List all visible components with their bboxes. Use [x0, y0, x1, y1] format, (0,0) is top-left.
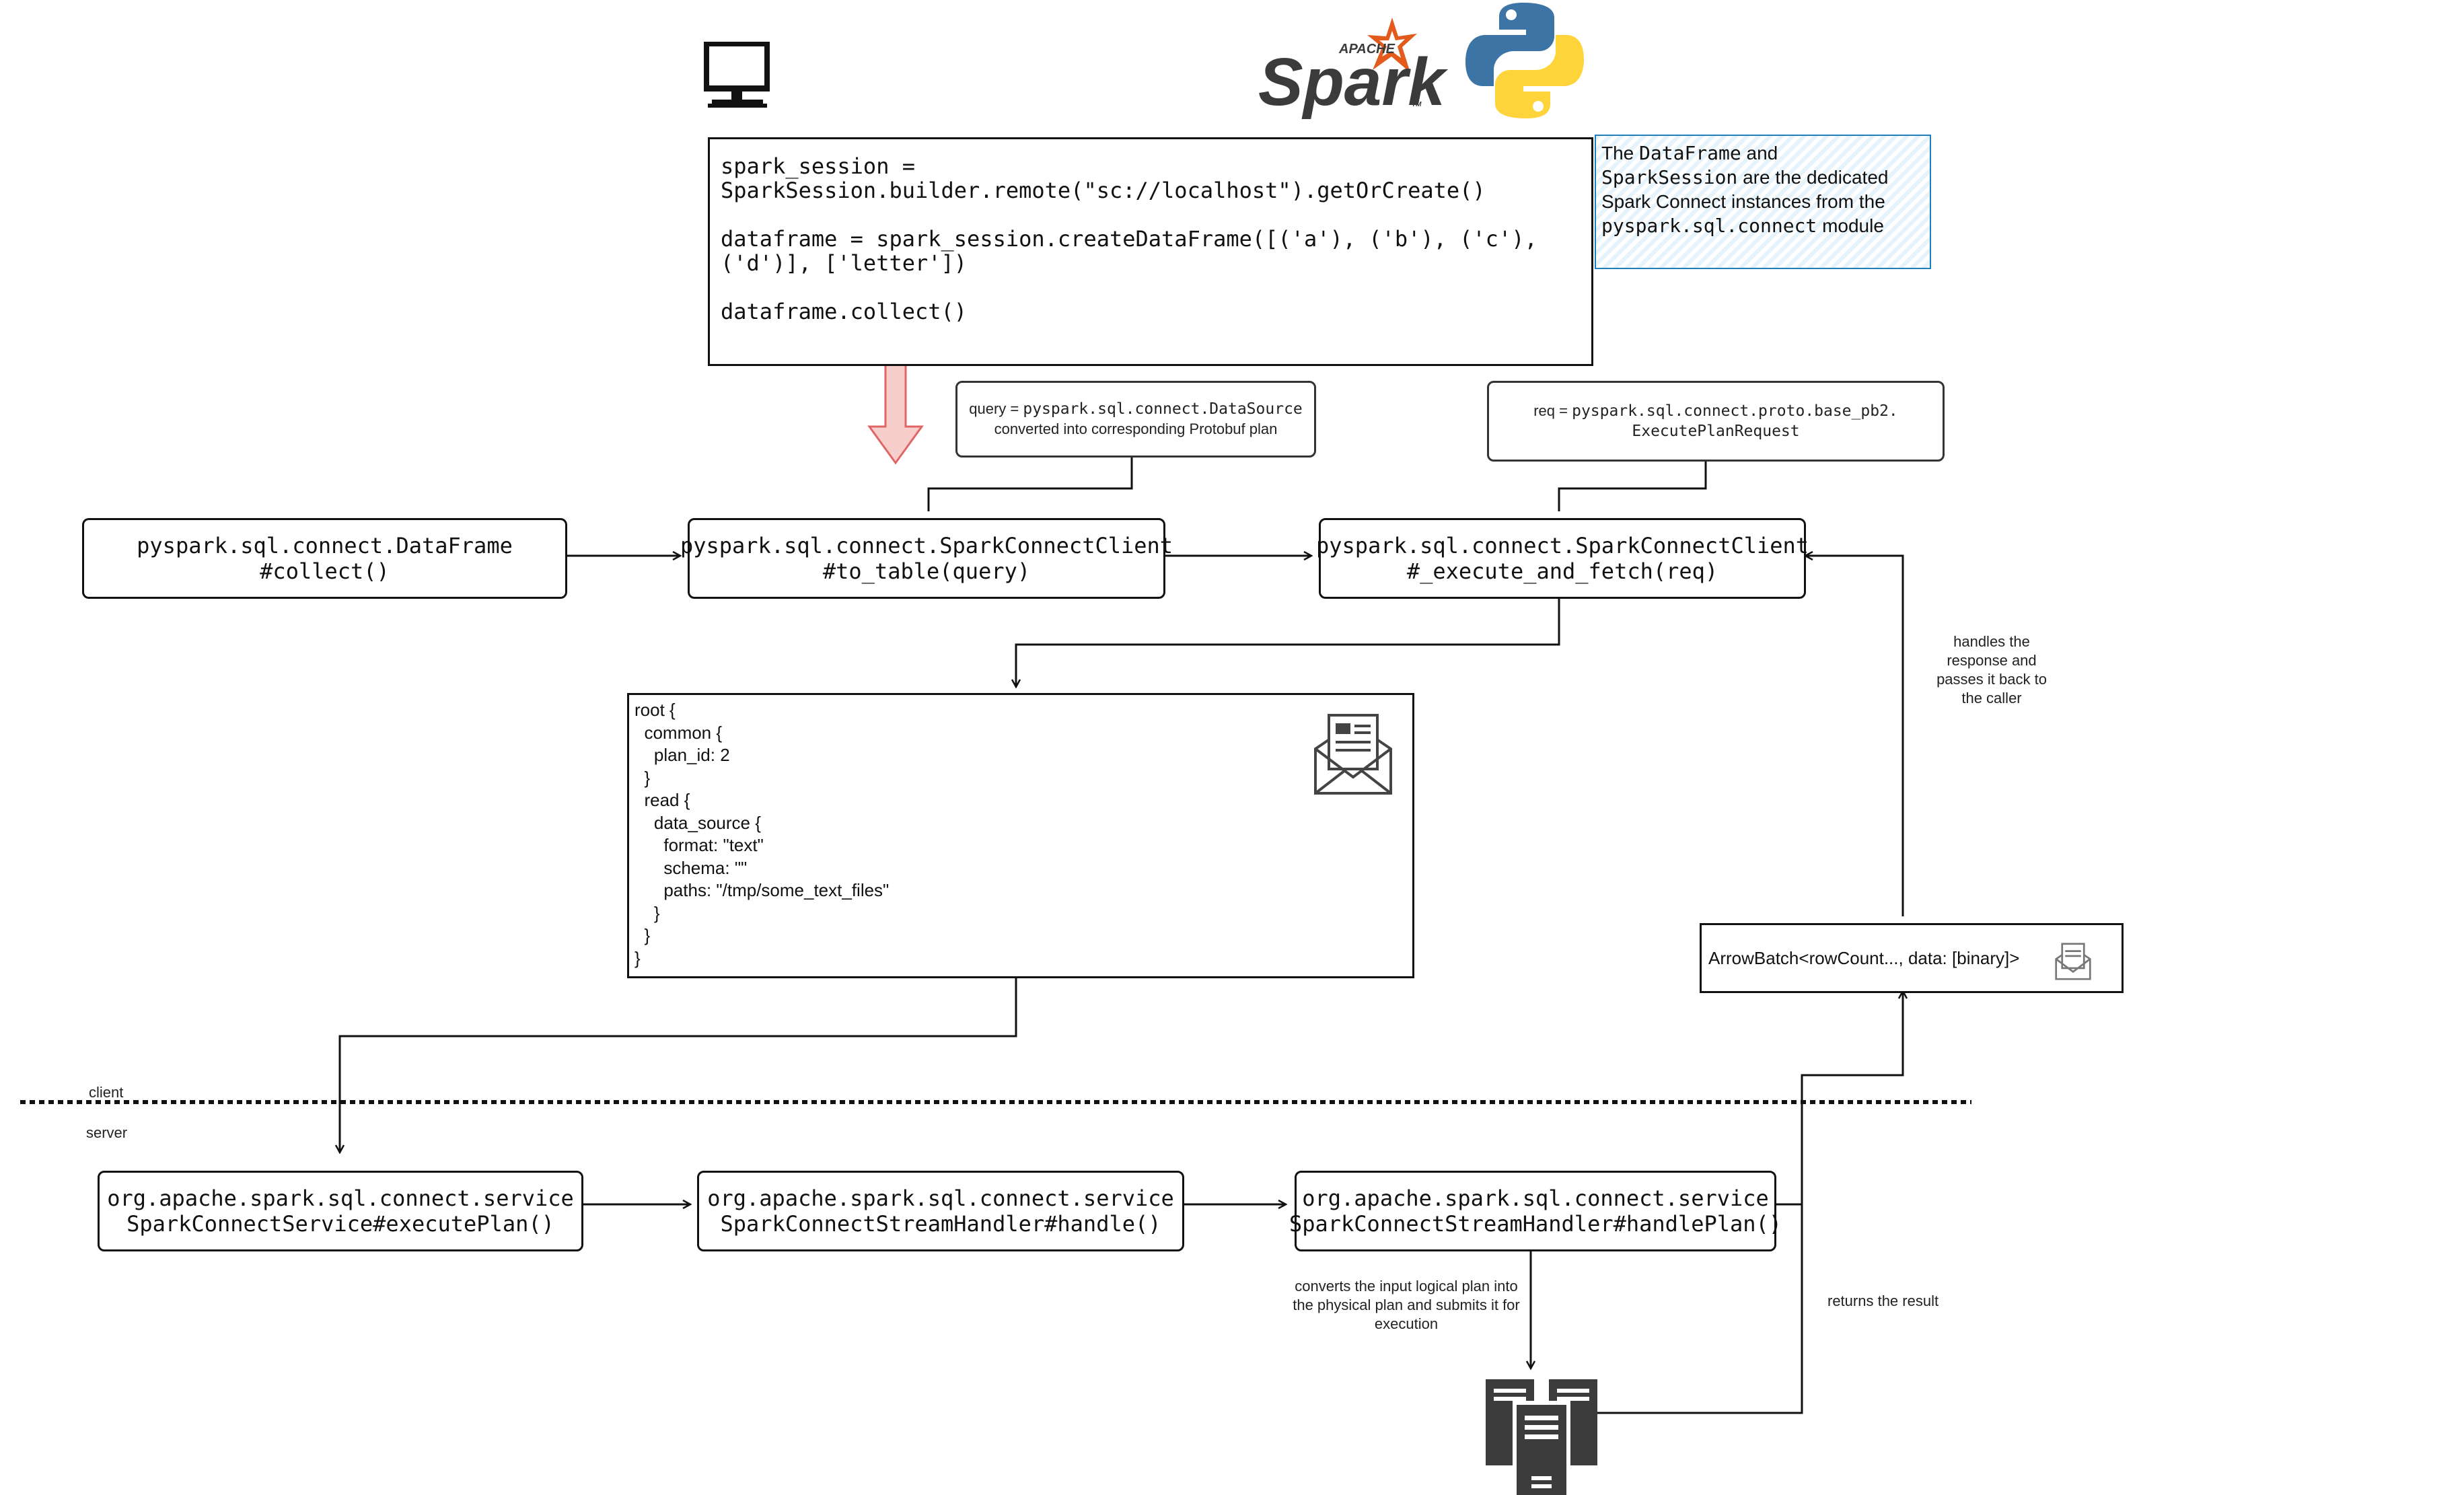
handles-line-1: handles the — [1953, 633, 2030, 650]
monitor-icon — [704, 42, 770, 108]
query-prefix: query = — [969, 400, 1023, 417]
code-line-3 — [721, 203, 1581, 227]
note-text: and — [1741, 143, 1778, 163]
node-handle-plan-line-1: org.apache.spark.sql.connect.service — [1302, 1186, 1769, 1211]
protobuf-line-4: } — [635, 767, 651, 788]
envelope-small-icon — [2055, 943, 2091, 980]
node-handle-line-2: SparkConnectStreamHandler#handle() — [720, 1211, 1161, 1237]
code-line-6 — [721, 275, 1581, 299]
req-callout-line-1: req = pyspark.sql.connect.proto.base_pb2… — [1489, 401, 1943, 421]
handles-line-3: passes it back to — [1936, 671, 2047, 688]
client-code-box: spark_session = SparkSession.builder.rem… — [708, 137, 1593, 366]
protobuf-line-2: common { — [635, 722, 723, 743]
note-code: pyspark.sql.connect — [1601, 215, 1817, 237]
python-logo — [1465, 3, 1584, 118]
node-to-table-line-1: pyspark.sql.connect.SparkConnectClient — [680, 533, 1173, 558]
converts-line-3: execution — [1374, 1315, 1439, 1332]
node-dataframe-collect: pyspark.sql.connect.DataFrame #collect() — [82, 518, 567, 599]
req-callout-line-2: ExecutePlanRequest — [1632, 423, 1800, 440]
protobuf-line-7: format: "text" — [635, 835, 764, 855]
node-client-execute-and-fetch: pyspark.sql.connect.SparkConnectClient #… — [1315, 518, 1809, 599]
query-callout: query = pyspark.sql.connect.DataSource c… — [955, 381, 1316, 458]
node-dataframe-line-1: pyspark.sql.connect.DataFrame — [137, 533, 513, 558]
spark-logo: APACHE Spark TM — [1258, 13, 1447, 120]
code-line-2: SparkSession.builder.remote("sc://localh… — [721, 178, 1486, 203]
server-label: server — [86, 1124, 128, 1141]
node-client-to-table: pyspark.sql.connect.SparkConnectClient #… — [680, 518, 1173, 599]
code-line-7: dataframe.collect() — [721, 299, 968, 324]
converts-line-2: the physical plan and submits it for — [1293, 1297, 1520, 1313]
envelope-icon — [1314, 714, 1392, 795]
node-handle-line-1: org.apache.spark.sql.connect.service — [707, 1186, 1174, 1211]
spark-word-text: Spark — [1258, 44, 1445, 120]
connector-req-callout — [1558, 462, 1707, 511]
handles-response-label: handles the response and passes it back … — [1904, 632, 2079, 708]
protobuf-line-5: read { — [635, 790, 690, 810]
node-execute-line-2: #_execute_and_fetch(req) — [1406, 558, 1718, 584]
arrow-arrowbatch-to-execute — [1806, 556, 1904, 916]
protobuf-line-3: plan_id: 2 — [635, 745, 730, 765]
arrow-execute-to-protobuf — [1016, 593, 1560, 686]
protobuf-plan-box: root { common { plan_id: 2 } read { data… — [627, 693, 1414, 978]
req-prefix: req = — [1533, 402, 1572, 419]
spark-star-icon — [1367, 17, 1417, 73]
note-line-1: The DataFrame and — [1601, 141, 1924, 166]
query-callout-line-1: query = pyspark.sql.connect.DataSource — [957, 399, 1314, 419]
query-callout-line-2: converted into corresponding Protobuf pl… — [994, 421, 1278, 437]
spark-apache-text: APACHE — [1339, 42, 1395, 57]
node-server-handle-plan: org.apache.spark.sql.connect.service Spa… — [1289, 1171, 1782, 1251]
req-type: pyspark.sql.connect.proto.base_pb2. — [1572, 402, 1898, 420]
node-handle-plan-line-2: SparkConnectStreamHandler#handlePlan() — [1289, 1211, 1782, 1237]
protobuf-line-11: } — [635, 925, 651, 945]
note-line-2: SparkSession are the dedicated — [1601, 166, 1924, 190]
note-text: are the dedicated — [1737, 167, 1889, 188]
query-type: pyspark.sql.connect.DataSource — [1023, 400, 1303, 418]
note-line-3: Spark Connect instances from the — [1601, 191, 1885, 212]
spark-tm-text: TM — [1412, 101, 1422, 108]
arrow-batch-box: ArrowBatch<rowCount..., data: [binary]> — [1700, 923, 2124, 993]
protobuf-line-9: paths: "/tmp/some_text_files" — [635, 880, 890, 900]
client-label: client — [89, 1084, 124, 1101]
down-arrow-shape — [867, 354, 924, 465]
returns-result-label: returns the result — [1827, 1292, 1939, 1309]
node-execute-plan-line-2: SparkConnectService#executePlan() — [126, 1211, 554, 1237]
converts-line-1: converts the input logical plan into — [1295, 1278, 1518, 1295]
code-line-4: dataframe = spark_session.createDataFram… — [721, 226, 1537, 252]
node-to-table-line-2: #to_table(query) — [822, 558, 1031, 584]
code-line-5: ('d')], ['letter']) — [721, 250, 968, 276]
note-text: module — [1817, 215, 1884, 236]
arrow-batch-text: ArrowBatch<rowCount..., data: [binary]> — [1708, 947, 2020, 968]
protobuf-line-1: root { — [635, 700, 676, 720]
spark-connect-note: The DataFrame and SparkSession are the d… — [1595, 135, 1931, 269]
note-code: SparkSession — [1601, 166, 1738, 188]
code-line-1: spark_session = — [721, 153, 915, 179]
node-dataframe-line-2: #collect() — [260, 558, 390, 584]
protobuf-line-10: } — [635, 902, 660, 923]
node-execute-plan-line-1: org.apache.spark.sql.connect.service — [107, 1186, 574, 1211]
handles-line-2: response and — [1947, 652, 2037, 669]
note-line-4: pyspark.sql.connect module — [1601, 214, 1924, 238]
server-cluster-icon — [1486, 1379, 1597, 1495]
req-callout: req = pyspark.sql.connect.proto.base_pb2… — [1487, 381, 1945, 462]
converts-plan-label: converts the input logical plan into the… — [1265, 1277, 1548, 1334]
protobuf-line-8: schema: "" — [635, 857, 748, 878]
node-server-handle: org.apache.spark.sql.connect.service Spa… — [697, 1171, 1184, 1251]
connector-query-callout — [927, 458, 1133, 511]
protobuf-line-12: } — [635, 947, 641, 968]
note-code: DataFrame — [1639, 142, 1741, 164]
node-execute-line-1: pyspark.sql.connect.SparkConnectClient — [1315, 533, 1809, 558]
protobuf-line-6: data_source { — [635, 812, 761, 833]
note-text: The — [1601, 143, 1640, 163]
arrow-protobuf-to-execute-plan — [340, 970, 1017, 1152]
handles-line-4: the caller — [1961, 690, 2022, 706]
node-server-execute-plan: org.apache.spark.sql.connect.service Spa… — [98, 1171, 583, 1251]
arrow-servers-to-arrowbatch — [1588, 992, 1903, 1414]
